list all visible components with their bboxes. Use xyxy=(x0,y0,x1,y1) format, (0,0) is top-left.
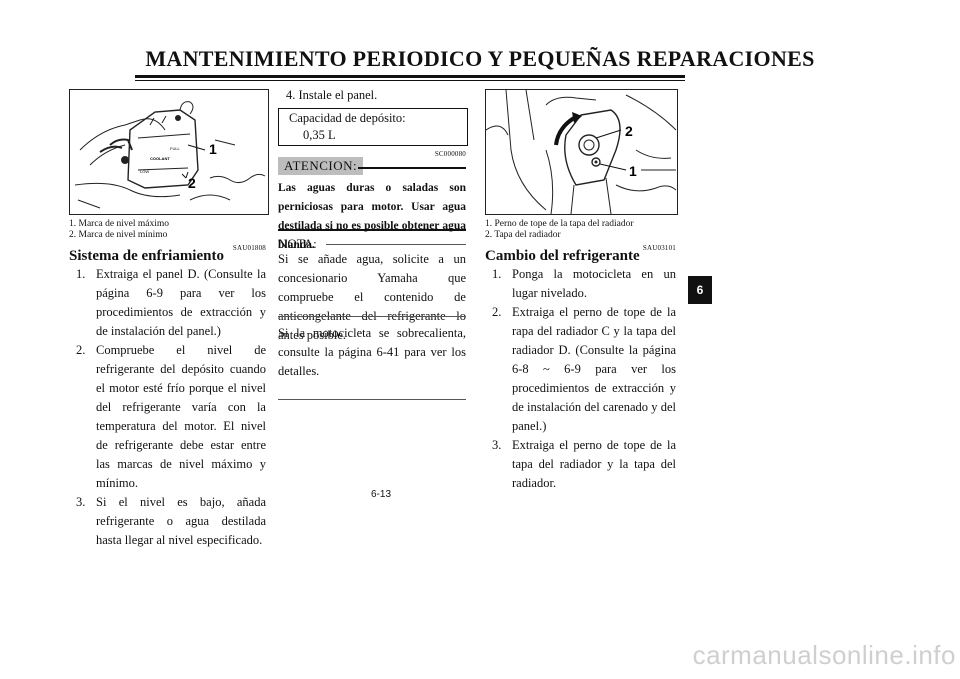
note-end-rule xyxy=(278,316,466,317)
caution-code: SC000080 xyxy=(434,150,466,158)
header-rule xyxy=(135,75,685,78)
list-item: 2.Compruebe el nivel de refrigerante del… xyxy=(76,343,266,490)
caption-1: 1. Perno de tope de la tapa del radiador xyxy=(485,219,634,229)
caution-text: Las aguas duras o saladas son perniciosa… xyxy=(278,182,466,251)
header-rule-thin xyxy=(135,80,685,81)
list-item: 1.Ponga la motocicleta en un lugar nivel… xyxy=(492,267,676,300)
caution-rule xyxy=(358,167,466,169)
column-end-rule xyxy=(278,399,466,400)
caution-header: ATENCION: xyxy=(278,157,466,177)
section-code-right: SAU03101 xyxy=(642,244,676,252)
callout-2: 2 xyxy=(625,123,633,139)
section-code: SAU01808 xyxy=(232,244,266,252)
step-4: 4. Instale el panel. xyxy=(286,88,378,102)
caption-2: 2. Marca de nivel mínimo xyxy=(69,229,168,240)
callout-1: 1 xyxy=(629,163,637,179)
page-title: MANTENIMIENTO PERIODICO Y PEQUEÑAS REPAR… xyxy=(145,46,815,71)
page-number: 6-13 xyxy=(370,489,391,500)
callout-1: 1 xyxy=(209,141,217,157)
caution-label: ATENCION: xyxy=(278,157,364,175)
caption-2: 2. Tapa del radiador xyxy=(485,229,561,240)
note-header: NOTA: xyxy=(278,234,466,252)
chapter-tab: 6 xyxy=(688,276,712,304)
list-item: 1.Extraiga el panel D. (Consulte la pági… xyxy=(76,267,266,338)
watermark: carmanualsonline.info xyxy=(692,640,956,670)
capacity-box: Capacidad de depósito: 0,35 L xyxy=(278,108,468,146)
steps-list-right: 1.Ponga la motocicleta en un lugar nivel… xyxy=(492,265,676,493)
overheat-text: Si la motocicleta se sobrecalienta, cons… xyxy=(278,326,466,378)
caption-1: 1. Marca de nivel máximo xyxy=(69,219,169,229)
section-heading: Sistema de enfriamiento xyxy=(69,248,224,264)
callout-2: 2 xyxy=(188,175,196,191)
steps-list: 1.Extraiga el panel D. (Consulte la pági… xyxy=(76,265,266,550)
tank-label-coolant: COOLANT xyxy=(150,156,170,161)
radiador-cap-figure: 2 1 xyxy=(485,89,678,215)
note-rule xyxy=(326,244,466,245)
radiador-cap-illustration: 2 1 xyxy=(486,90,677,214)
note-label: NOTA: xyxy=(278,236,317,251)
coolant-reservoir-figure: FULL COOLANT LOW 1 2 xyxy=(69,89,269,215)
figure-captions-right: 1. Perno de tope de la tapa del radiador… xyxy=(485,219,685,240)
list-item: 2.Extraiga el perno de tope de la rapa d… xyxy=(492,305,676,433)
section-heading-right: Cambio del refrigerante xyxy=(485,248,640,264)
coolant-reservoir-illustration: FULL COOLANT LOW 1 2 xyxy=(74,101,266,209)
capacity-label: Capacidad de depósito: xyxy=(289,111,406,125)
tank-label-low: LOW xyxy=(140,169,149,174)
list-item: 3.Extraiga el perno de tope de la tapa d… xyxy=(492,438,676,490)
figure-captions: 1. Marca de nivel máximo 2. Marca de niv… xyxy=(69,219,269,240)
capacity-value: 0,35 L xyxy=(303,128,336,142)
tank-label-full: FULL xyxy=(170,146,181,151)
list-item: 3.Si el nivel es bajo, añada refrigerant… xyxy=(76,495,266,547)
caution-end-rule xyxy=(278,229,466,231)
